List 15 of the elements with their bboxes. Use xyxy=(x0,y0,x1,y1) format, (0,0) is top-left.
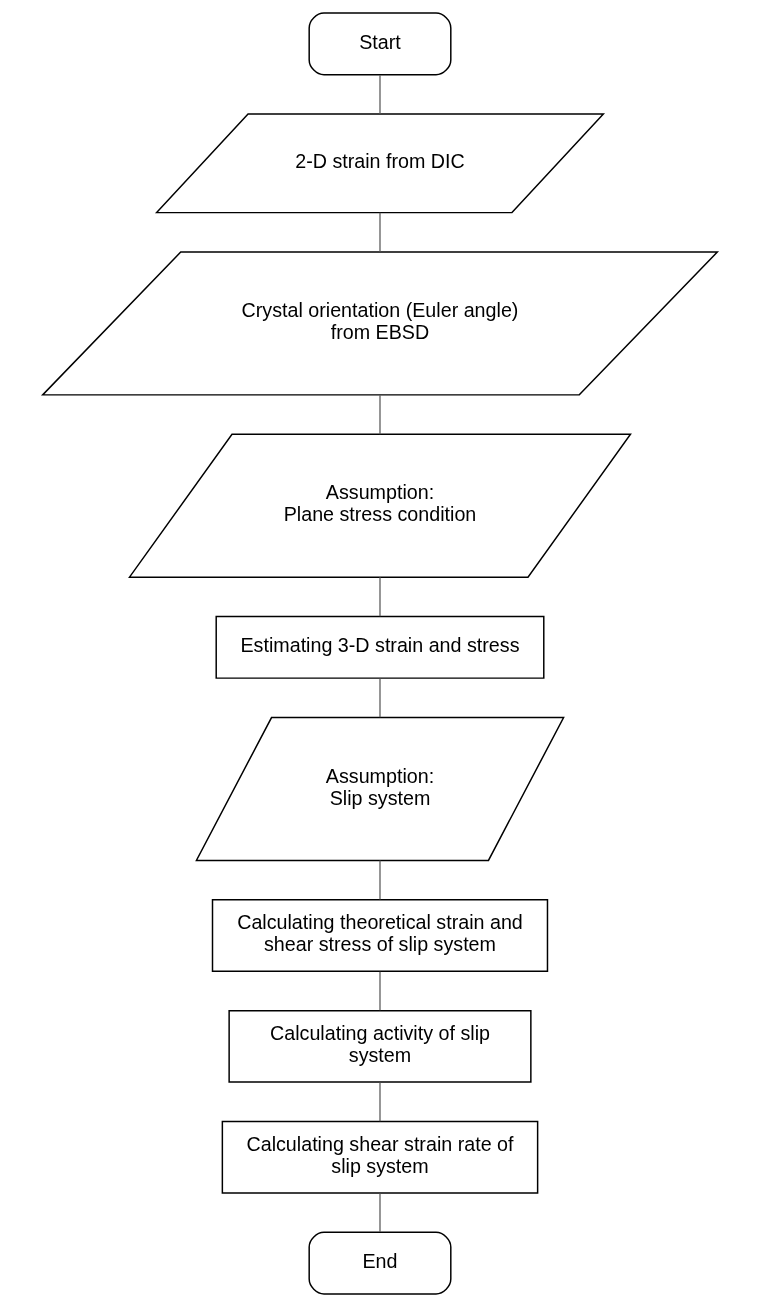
node-box: Calculating activity of slip system xyxy=(228,1009,532,1083)
connector xyxy=(379,576,381,617)
connector xyxy=(379,1081,381,1122)
connector xyxy=(379,859,381,901)
connector xyxy=(379,677,381,718)
node-box: Start xyxy=(308,12,452,76)
connector xyxy=(379,971,381,1011)
node-box: End xyxy=(308,1231,452,1295)
connector xyxy=(379,212,381,253)
connector xyxy=(379,74,381,115)
node-box: Estimating 3-D strain and stress xyxy=(215,615,545,679)
connector xyxy=(379,1192,381,1233)
node-box: Calculating theoretical strain and shear stress of slip system xyxy=(211,899,549,972)
connector xyxy=(379,394,381,435)
node-box: Calculating shear strain rate of slip system xyxy=(221,1120,539,1194)
